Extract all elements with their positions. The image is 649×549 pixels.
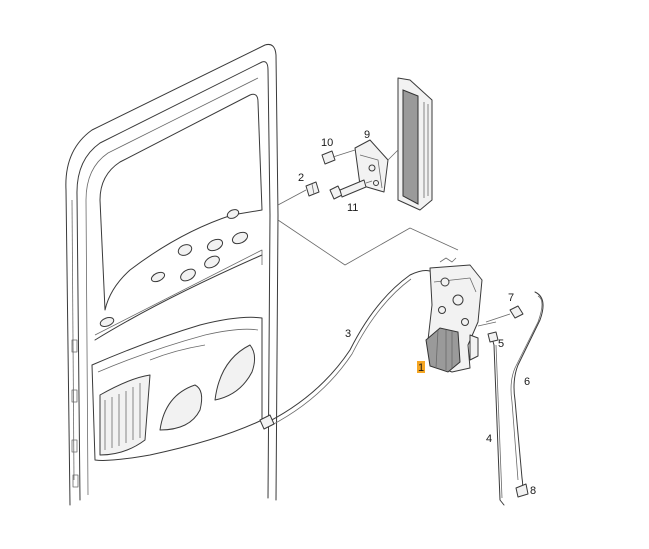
callout-11: 11 xyxy=(347,202,358,214)
rod-part-6 xyxy=(510,291,544,498)
callout-10: 10 xyxy=(321,137,333,149)
door-latch-assembly xyxy=(425,257,483,373)
door-panel xyxy=(65,44,279,506)
cable-part-3 xyxy=(259,270,433,430)
callout-3: 3 xyxy=(345,328,351,340)
bolt-part-11 xyxy=(329,179,373,200)
body-pillar xyxy=(397,77,433,211)
callout-9: 9 xyxy=(364,129,370,141)
clip-part-5 xyxy=(477,321,497,327)
assembly-leader-lines xyxy=(277,189,459,266)
callout-labels: 1 2 3 4 5 6 7 8 9 10 11 xyxy=(298,129,536,497)
screw-part-2 xyxy=(305,181,320,197)
callout-8: 8 xyxy=(530,485,536,497)
callout-7: 7 xyxy=(508,292,514,304)
callout-4: 4 xyxy=(486,433,492,445)
callout-5: 5 xyxy=(498,338,504,350)
callout-2: 2 xyxy=(298,172,304,184)
hinge-bracket xyxy=(354,139,399,193)
screw-part-10 xyxy=(321,149,356,165)
bush-part-7 xyxy=(485,305,524,323)
callout-6: 6 xyxy=(524,376,530,388)
callout-1: 1 xyxy=(418,362,424,374)
rod-part-4 xyxy=(487,331,505,506)
callout-1-highlight xyxy=(417,361,425,373)
